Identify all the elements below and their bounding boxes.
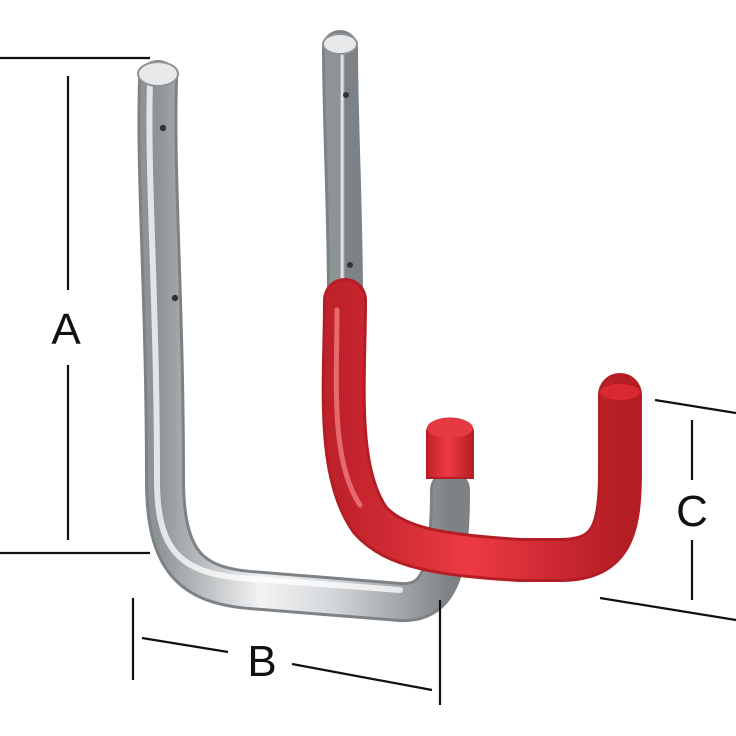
dimension-c-bottom-extension <box>599 596 736 622</box>
dimension-c-label: C <box>676 487 708 536</box>
dimension-c-top-extension <box>654 398 736 415</box>
silver-hook-front-arm <box>426 417 474 507</box>
dimension-b-line-right <box>291 662 433 692</box>
dimension-b-label: B <box>247 637 276 686</box>
mounting-hole <box>171 294 179 302</box>
mounting-hole <box>343 92 349 98</box>
dimension-a <box>0 56 150 555</box>
red-hook <box>321 30 642 582</box>
dimension-c <box>599 398 736 622</box>
mounting-hole <box>159 124 167 132</box>
dimension-b-line-left <box>141 636 229 654</box>
mounting-hole <box>347 262 353 268</box>
silver-hook <box>137 60 470 623</box>
red-hook-top-tip <box>322 33 358 55</box>
dimension-a-label: A <box>51 305 81 354</box>
silver-hook-top-tip <box>137 61 179 87</box>
red-hook-end-cap <box>600 384 640 400</box>
dimension-b <box>131 598 442 705</box>
